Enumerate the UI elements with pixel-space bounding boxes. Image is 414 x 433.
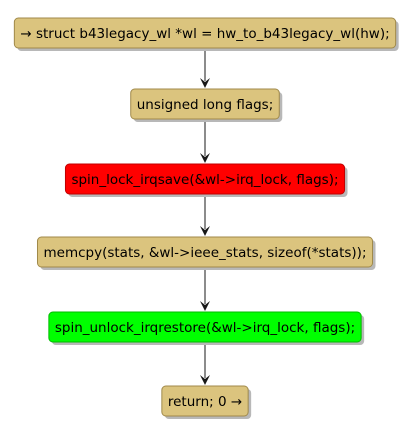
- flow-node-n4: memcpy(stats, &wl->ieee_stats, sizeof(*s…: [36, 236, 376, 270]
- node-label: spin_unlock_irqrestore(&wl->irq_lock, fl…: [55, 320, 355, 336]
- node-box: [64, 163, 346, 195]
- node-label: return; 0 →: [168, 394, 242, 410]
- flow-node-n1: → struct b43legacy_wl *wl = hw_to_b43leg…: [13, 17, 399, 51]
- arrowhead-icon: [200, 375, 210, 385]
- flow-edge-n4-n5: [200, 267, 210, 311]
- node-box: [161, 385, 249, 417]
- node-label: unsigned long flags;: [137, 97, 274, 113]
- flow-edge-n2-n3: [200, 119, 210, 163]
- flow-node-n5: spin_unlock_irqrestore(&wl->irq_lock, fl…: [48, 311, 365, 345]
- flow-node-n3: spin_lock_irqsave(&wl->irq_lock, flags);: [64, 163, 348, 197]
- node-label: memcpy(stats, &wl->ieee_stats, sizeof(*s…: [43, 245, 366, 261]
- edges-layer: [200, 48, 210, 385]
- arrowhead-icon: [200, 226, 210, 236]
- node-box: [36, 236, 374, 268]
- flow-edge-n3-n4: [200, 194, 210, 236]
- node-box: [130, 88, 280, 120]
- node-box: [48, 311, 362, 343]
- arrowhead-icon: [200, 301, 210, 311]
- node-label: spin_lock_irqsave(&wl->irq_lock, flags);: [71, 172, 338, 188]
- arrowhead-icon: [200, 153, 210, 163]
- flow-node-n6: return; 0 →: [161, 385, 252, 419]
- flow-edge-n1-n2: [200, 48, 210, 88]
- flow-node-n2: unsigned long flags;: [130, 88, 283, 122]
- flow-edge-n5-n6: [200, 342, 210, 385]
- node-label: → struct b43legacy_wl *wl = hw_to_b43leg…: [20, 26, 389, 42]
- nodes-layer: → struct b43legacy_wl *wl = hw_to_b43leg…: [13, 17, 399, 419]
- arrowhead-icon: [200, 78, 210, 88]
- node-box: [13, 17, 397, 49]
